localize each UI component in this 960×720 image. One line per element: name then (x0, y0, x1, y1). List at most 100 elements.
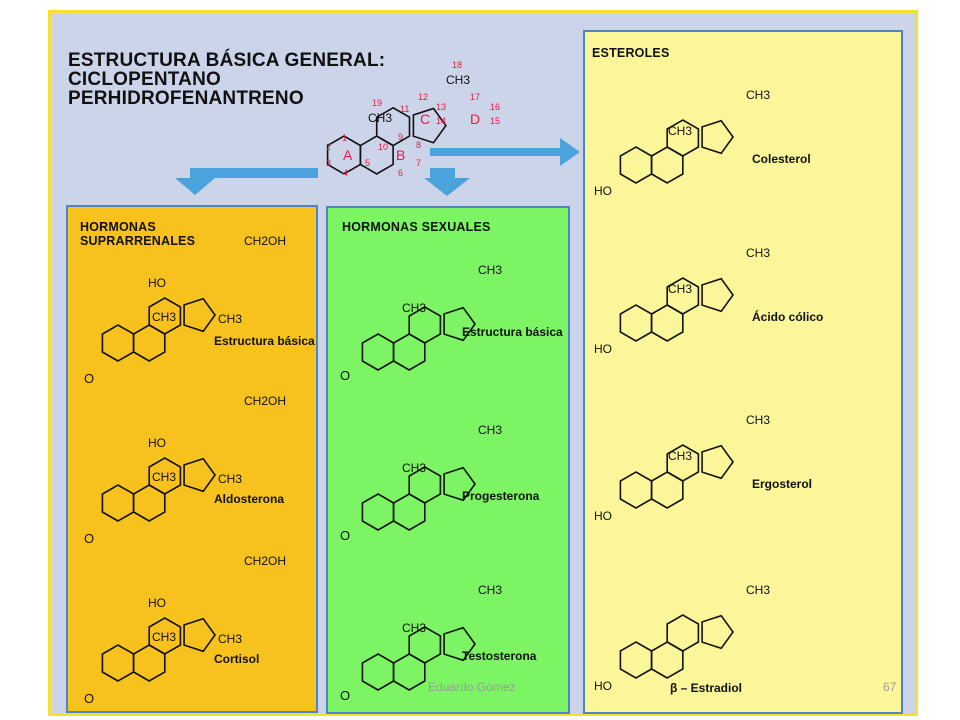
ring-label: D (470, 111, 480, 127)
group-label: CH2OH (244, 234, 286, 248)
ring-label: A (343, 147, 353, 163)
group-label: HO (594, 184, 612, 198)
group-label: O (340, 528, 350, 543)
carbon-number: 12 (418, 92, 428, 102)
panel-title-esteroles: ESTEROLES (592, 46, 670, 60)
sterol-molecule-ring (666, 277, 700, 315)
arrow-to-sexuales (424, 168, 470, 196)
methyl-label: CH3 (746, 246, 770, 260)
carbon-number: 13 (436, 102, 446, 112)
methyl-label: CH3 (218, 472, 242, 486)
sterol-molecule-ring-d (701, 614, 734, 650)
molecule-name: Aldosterona (214, 492, 284, 506)
molecule-name: Estructura básica (462, 325, 563, 339)
group-label: HO (594, 509, 612, 523)
supra-molecule-ring (148, 617, 182, 655)
sterol-molecule-ring (666, 614, 700, 652)
supra-molecule-ring (101, 324, 135, 362)
methyl-label: CH3 (668, 282, 692, 296)
carbon-number: 15 (490, 116, 500, 126)
main-title-line: PERHIDROFENANTRENO (68, 88, 304, 109)
molecule-name: Progesterona (462, 489, 540, 503)
carbon-number: 2 (326, 142, 331, 152)
methyl-label: CH3 (402, 461, 426, 475)
carbon-number: 7 (416, 158, 421, 168)
sterol-molecule-ring (619, 146, 653, 184)
sexual-molecule-ring (408, 466, 442, 504)
group-label: HO (594, 679, 612, 693)
group-label: O (340, 688, 350, 703)
carbon-number: 4 (343, 168, 348, 178)
sexual-molecule-ring (361, 333, 395, 371)
methyl-label: CH3 (402, 621, 426, 635)
group-label: O (84, 531, 94, 546)
molecule-name: β – Estradiol (670, 681, 742, 695)
carbon-number: 6 (398, 168, 403, 178)
sexual-molecule-ring (408, 306, 442, 344)
group-label: HO (148, 436, 166, 450)
sterol-molecule-ring-d (701, 119, 734, 155)
supra-molecule-ring (148, 457, 182, 495)
panel-hormonas-suprarrenales (66, 205, 318, 713)
supra-molecule-ring (101, 484, 135, 522)
carbon-number: 16 (490, 102, 500, 112)
page-number: 67 (883, 680, 897, 694)
carbon-number: 8 (416, 140, 421, 150)
sexual-molecule-ring (361, 493, 395, 531)
group-label: HO (594, 342, 612, 356)
sterol-molecule-ring-d (701, 444, 734, 480)
molecule-name: Cortisol (214, 652, 259, 666)
molecule-name: Ácido cólico (752, 309, 823, 324)
arrow-to-esteroles (430, 138, 580, 166)
sterol-molecule-ring (666, 444, 700, 482)
arrow-to-suprarrenales (175, 168, 318, 195)
carbon-number: 10 (378, 142, 388, 152)
sexual-molecule-ring (361, 653, 395, 691)
sexual-molecule-ring-d (443, 306, 476, 342)
sterol-molecule-ring (666, 119, 700, 157)
group-label: HO (148, 596, 166, 610)
supra-molecule-ring (101, 644, 135, 682)
carbon-number: 18 (452, 60, 462, 70)
carbon-number: 5 (365, 158, 370, 168)
main-title: ESTRUCTURA BÁSICA GENERAL: CICLOPENTANO … (68, 50, 386, 109)
basic-structure-ring (375, 106, 411, 147)
sterol-molecule-ring (619, 304, 653, 342)
sexual-molecule-ring (408, 626, 442, 664)
sterol-molecule-ring (619, 471, 653, 509)
supra-molecule-ring-d (183, 457, 216, 493)
supra-molecule-ring (148, 297, 182, 335)
ring-label: C (420, 111, 430, 127)
methyl-label: CH3 (478, 263, 502, 277)
panel-hormonas-sexuales (326, 206, 570, 714)
carbon-number: 19 (372, 98, 382, 108)
group-label: CH2OH (244, 394, 286, 408)
main-title-line: ESTRUCTURA BÁSICA GENERAL: (68, 50, 386, 71)
sterol-molecule-ring-d (701, 277, 734, 313)
group-label: O (84, 371, 94, 386)
carbon-number: 11 (400, 104, 409, 114)
panel-title-sexuales: HORMONAS SEXUALES (342, 220, 491, 234)
molecule-name: Estructura básica (214, 334, 315, 348)
methyl-label: CH3 (668, 124, 692, 138)
methyl-label: CH3 (218, 632, 242, 646)
methyl-label: CH3 (152, 470, 176, 484)
supra-molecule-ring-d (183, 297, 216, 333)
carbon-number: 3 (326, 158, 331, 168)
carbon-number: 17 (470, 92, 480, 102)
methyl-label: CH3 (746, 88, 770, 102)
author-footer: Eduardo Gómez (428, 680, 516, 694)
sexual-molecule-ring-d (443, 466, 476, 502)
molecule-name: Testosterona (462, 649, 537, 663)
methyl-label: CH3 (368, 111, 392, 125)
ring-label: B (396, 147, 405, 163)
methyl-label: CH3 (478, 423, 502, 437)
carbon-number: 1 (342, 133, 347, 143)
panel-title-line: HORMONAS (80, 220, 156, 234)
methyl-label: CH3 (218, 312, 242, 326)
molecule-name: Colesterol (752, 152, 811, 166)
methyl-label: CH3 (478, 583, 502, 597)
carbon-number: 9 (398, 132, 403, 142)
